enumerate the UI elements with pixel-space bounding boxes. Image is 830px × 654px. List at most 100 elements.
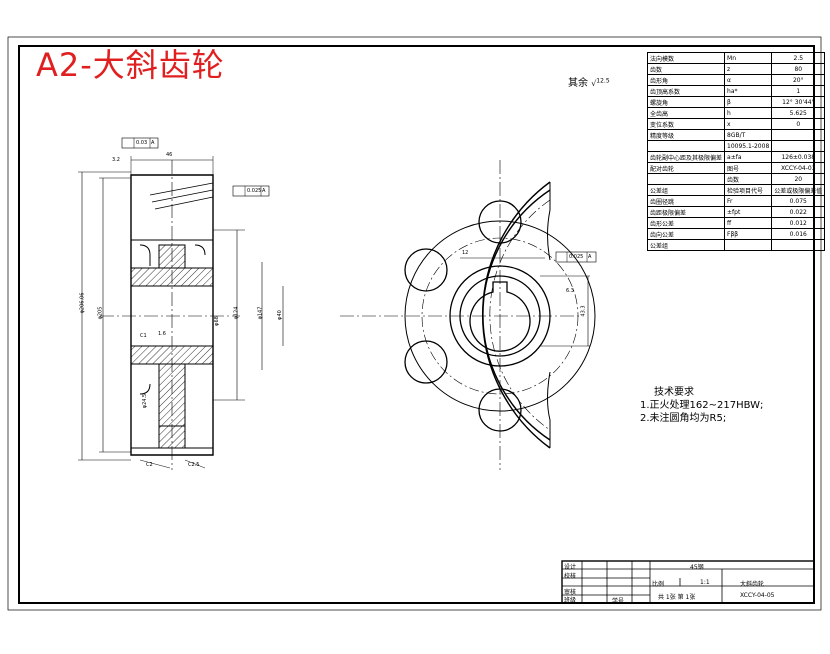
roughness-note-value: 12.5: [596, 77, 610, 85]
param-symbol: 检验项目代号: [724, 184, 773, 196]
param-name: 齿向公差: [646, 228, 726, 240]
param-symbol: ff: [724, 217, 773, 229]
param-symbol: α: [724, 74, 773, 86]
param-value: 2.5: [771, 52, 826, 64]
tol-runout-1: 0.03: [136, 140, 148, 146]
dim-keyway-width: 12: [462, 250, 469, 256]
param-symbol: β: [724, 96, 773, 108]
section-view: [78, 137, 284, 470]
roughness-note-text: 其余: [568, 78, 588, 89]
param-name: 精度等级: [646, 129, 726, 141]
tb-row-class: 班级: [564, 597, 577, 604]
title-block: [561, 560, 815, 604]
roughness-symbol: √12.5: [591, 77, 610, 88]
param-row: 公差组: [646, 239, 826, 251]
dim-hub-small: φ68: [213, 316, 220, 326]
tb-drawing-no: XCCY-04-05: [740, 592, 775, 599]
param-name: 齿轮副中心距及其极限偏差: [646, 151, 726, 163]
param-name: 齿形角: [646, 74, 726, 86]
param-symbol: Mn: [724, 52, 773, 64]
param-value: 12° 30'44": [771, 96, 826, 108]
tech-req-item-2: 2.未注圆角均为R5;: [640, 413, 727, 424]
dim-chamfer-2: C2: [146, 462, 153, 468]
roughness-a: 3.2: [112, 157, 120, 163]
roughness-c: 6.3: [566, 288, 574, 294]
param-value: 80: [771, 63, 826, 75]
dim-hole-pcd: φ24.5: [142, 393, 149, 409]
dim-root-diameter: φ205: [97, 306, 104, 320]
param-name: 螺旋角: [646, 96, 726, 108]
param-symbol: 10095.1-2008: [724, 140, 773, 152]
param-value: [771, 239, 826, 251]
dim-chamfer-3: C2.5: [188, 462, 200, 468]
param-value: 0: [771, 118, 826, 130]
param-name: 全齿高: [646, 107, 726, 119]
param-value: XCCY-04-03: [771, 162, 826, 174]
param-name: [646, 173, 726, 185]
param-symbol: ±fpt: [724, 206, 773, 218]
dim-web-diameter: φ147: [257, 306, 264, 320]
param-name: 齿圈径跳: [646, 195, 726, 207]
param-value: 126±0.038: [771, 151, 826, 163]
param-symbol: x: [724, 118, 773, 130]
param-symbol: Fr: [724, 195, 773, 207]
datum-a-3: A: [588, 254, 592, 260]
param-value: [771, 140, 826, 152]
tb-row-review: 审核: [564, 589, 577, 596]
datum-a-1: A: [151, 140, 155, 146]
inner-border: [18, 45, 815, 604]
dim-tip-diameter: φ206.06: [79, 292, 86, 314]
tb-row-check: 校核: [564, 573, 577, 580]
param-value: 0.022: [771, 206, 826, 218]
roughness-note: 其余 √12.5: [568, 74, 610, 89]
outer-border: [7, 36, 822, 611]
param-name: 齿形公差: [646, 217, 726, 229]
tb-ratio: 1:1: [700, 579, 710, 586]
param-name: 齿距极限偏差: [646, 206, 726, 218]
datum-a-2: A: [262, 188, 266, 194]
tb-material: 45钢: [690, 564, 704, 571]
param-value: 20: [771, 173, 826, 185]
tb-ratio-label: 比例: [652, 581, 665, 588]
param-row: 公差组检验项目代号公差或极限偏差值: [646, 184, 826, 196]
param-symbol: a±fa: [724, 151, 773, 163]
param-name: 法向模数: [646, 52, 726, 64]
tech-req-item-1: 1.正火处理162~217HBW;: [640, 400, 764, 411]
tb-part-name: 大斜齿轮: [740, 581, 765, 588]
param-value: 0.075: [771, 195, 826, 207]
dim-section-width: 46: [166, 152, 173, 158]
param-value: 5.625: [771, 107, 826, 119]
param-name: 公差组: [646, 184, 726, 196]
param-value: 0.012: [771, 217, 826, 229]
param-name: [646, 140, 726, 152]
param-symbol: ha*: [724, 85, 773, 97]
param-name: 齿数: [646, 63, 726, 75]
param-symbol: 齿数: [724, 173, 773, 185]
param-name: 齿顶高系数: [646, 85, 726, 97]
tech-req-title: 技术要求: [654, 387, 694, 398]
param-name: 配对齿轮: [646, 162, 726, 174]
param-value: 公差或极限偏差值: [771, 184, 826, 196]
param-symbol: 8GB/T: [724, 129, 773, 141]
tol-symmetry: 0.025: [569, 254, 584, 260]
tb-row-design: 设计: [564, 564, 577, 571]
param-symbol: h: [724, 107, 773, 119]
dim-bore-diameter: φ40: [276, 310, 283, 320]
param-value: 20°: [771, 74, 826, 86]
param-value: 0.016: [771, 228, 826, 240]
